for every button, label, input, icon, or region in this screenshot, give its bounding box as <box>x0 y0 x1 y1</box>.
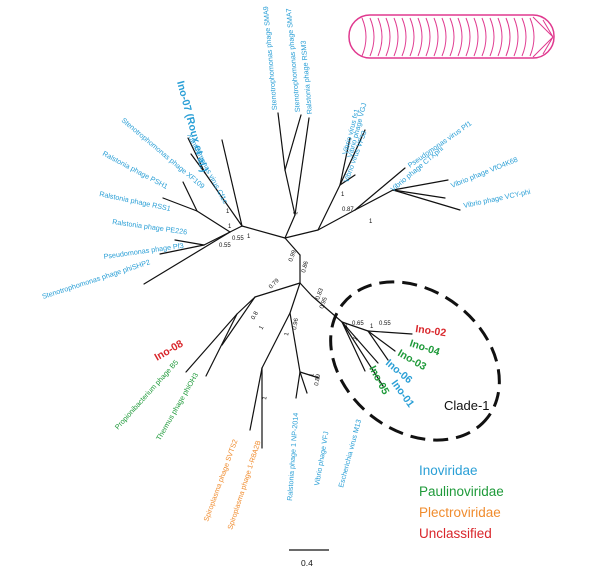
virion-coil-stroke <box>521 17 527 57</box>
legend-item-paulinoviridae: Paulinoviridae <box>419 484 504 499</box>
virion-coil-stroke <box>401 17 407 57</box>
virion-coil-stroke <box>497 17 503 57</box>
leaf-label-ino07: Ino-07 (Roux et al.) <box>174 80 210 174</box>
virion-coil-stroke <box>377 17 383 57</box>
support-value: 1 <box>353 336 360 342</box>
tree-branches <box>143 112 461 449</box>
leaf-label: Stenotrophomonas phage SMA9 <box>261 6 279 111</box>
support-value: 1 <box>293 210 300 215</box>
scale-bar: 0.4 <box>289 549 329 568</box>
support-values: 0.99 0.86 0.83 0.79 0.8 0.96 1 0.89 1 1 … <box>219 192 391 400</box>
leaf-label: Escherichia virus M13 <box>336 418 363 488</box>
support-value: 0.89 <box>314 373 322 386</box>
leaf-label: Vibrio phage VCY-phi <box>463 187 532 210</box>
virion-coil-stroke <box>481 17 487 57</box>
leaf-labels-plectroviridae: Spiroplasma phage SVTS2 Spiroplasma phag… <box>201 438 262 530</box>
support-value: 1 <box>345 324 349 330</box>
virion-coil-stroke <box>361 17 367 57</box>
support-value: 0.96 <box>292 317 300 330</box>
support-value: 0.55 <box>232 236 244 242</box>
legend: Inoviridae Paulinoviridae Plectroviridae… <box>419 463 504 541</box>
filamentous-virion-icon <box>348 14 555 59</box>
virion-coil-stroke <box>417 17 423 57</box>
leaf-labels-clade1: Ino-02 Ino-04 Ino-03 Ino-06 Ino-05 Ino-0… <box>366 323 447 410</box>
support-value: 0.55 <box>219 243 231 249</box>
leaf-label-ino02: Ino-02 <box>415 323 447 339</box>
leaf-label: Stenotrophomonas phage phiSHP2 <box>41 257 151 301</box>
leaf-label-ino01: Ino-01 <box>389 378 417 410</box>
support-value: 1 <box>369 219 373 225</box>
support-value: 1 <box>228 224 232 230</box>
support-value: 0.95 <box>319 296 329 310</box>
leaf-label: Vibrio phage VfO4K68 <box>449 155 519 190</box>
legend-item-plectroviridae: Plectroviridae <box>419 505 501 520</box>
support-value: 0.87 <box>342 207 354 213</box>
virion-coil-stroke <box>441 17 447 57</box>
virion-coil-stroke <box>473 17 479 57</box>
virion-coil-stroke <box>449 17 455 57</box>
leaf-label: Stenotrophomonas phage SMA7 <box>284 8 302 113</box>
virion-coil-stroke <box>385 17 391 57</box>
virion-coil-stroke <box>457 17 463 57</box>
leaf-label: Ralstonia phage PE226 <box>112 217 188 236</box>
support-value: 0.8 <box>251 310 261 321</box>
legend-item-unclassified: Unclassified <box>419 526 492 541</box>
leaf-label: Ralstonia phage 1 NP-2014 <box>285 412 300 501</box>
support-value: 1 <box>262 395 269 400</box>
virion-coil-stroke <box>513 17 519 57</box>
support-value: 1 <box>226 209 230 215</box>
legend-item-inoviridae: Inoviridae <box>419 463 478 478</box>
leaf-label: Pseudomonas virus Pf1 <box>406 119 473 170</box>
leaf-label-ino08: Ino-08 <box>153 338 186 364</box>
virion-coil-stroke <box>393 17 399 57</box>
support-value: 1 <box>370 324 374 330</box>
leaf-label: Vibrio phage VFJ <box>312 430 330 486</box>
clade-1-outline <box>329 280 501 442</box>
support-value: 0.65 <box>352 321 364 327</box>
leaf-label: Ralstonia phage RSS1 <box>99 189 172 213</box>
virion-coil-stroke <box>505 17 511 57</box>
support-value: 1 <box>284 331 291 336</box>
scale-bar-label: 0.4 <box>301 558 313 568</box>
virion-coil-stroke <box>489 17 495 57</box>
support-value: 0.83 <box>315 287 325 301</box>
virion-coil-stroke <box>465 17 471 57</box>
virion-coil-stroke <box>425 17 431 57</box>
support-value: 1 <box>309 372 316 377</box>
virion-coil-stroke <box>409 17 415 57</box>
virion-coil-stroke <box>529 17 535 57</box>
support-value: 0.99 <box>288 249 298 263</box>
support-value: 0.55 <box>379 321 391 327</box>
support-value: 1 <box>341 192 345 198</box>
clade-1-label: Clade-1 <box>444 398 490 413</box>
support-value: 1 <box>259 325 266 331</box>
support-value: 1 <box>247 234 251 240</box>
virion-coil-stroke <box>433 17 439 57</box>
support-value: 0.79 <box>268 277 281 290</box>
virion-coil-stroke <box>369 17 375 57</box>
support-value: 0.86 <box>301 260 310 273</box>
